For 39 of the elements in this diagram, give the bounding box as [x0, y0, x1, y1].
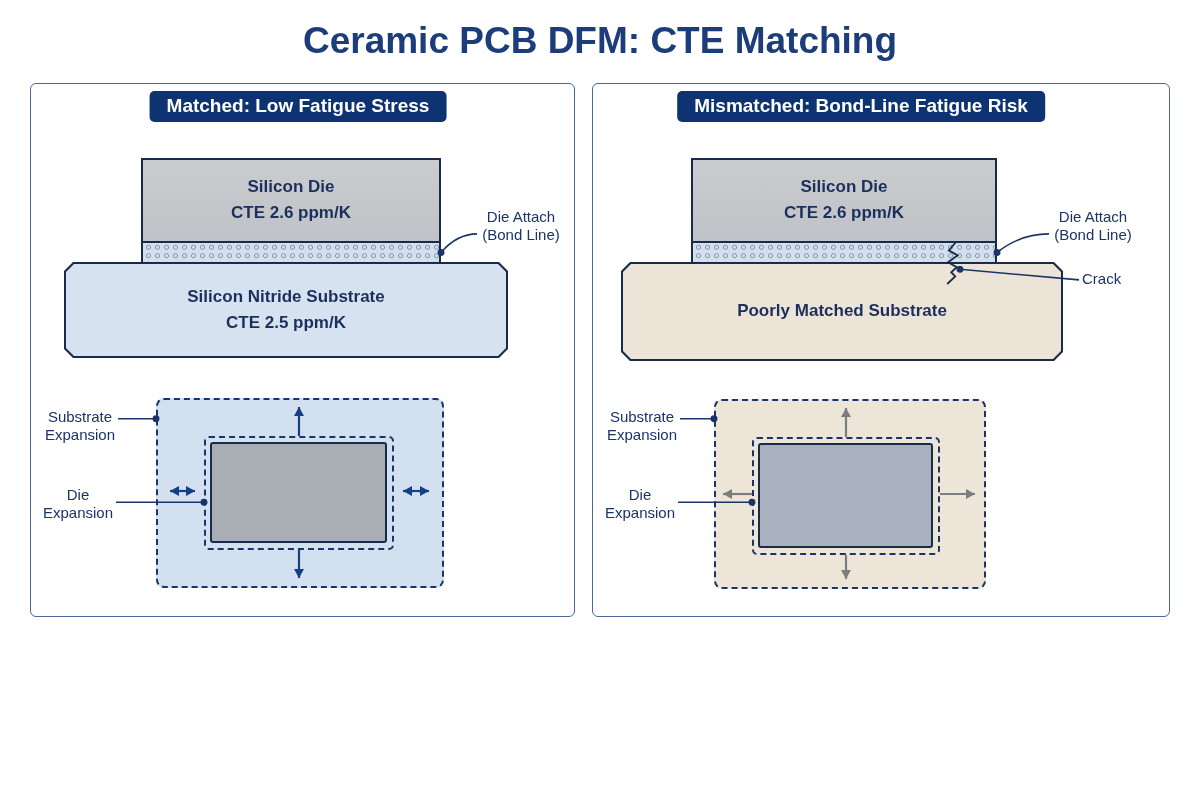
crack-mark: [944, 242, 960, 284]
material-name: Poorly Matched Substrate: [737, 302, 947, 321]
cte-value: CTE 2.6 ppm/K: [784, 204, 904, 223]
diagram-title: Ceramic PCB DFM: CTE Matching: [302, 20, 898, 63]
cte-value: CTE 2.5 ppm/K: [226, 313, 346, 333]
leader-line: [677, 498, 756, 506]
leader-line: [117, 415, 160, 423]
comparison-panel: [30, 83, 575, 617]
substrate-expansion-outline: [714, 399, 986, 589]
die-footprint: [210, 442, 387, 543]
callout-label: Die Attach (Bond Line): [480, 208, 562, 244]
material-name: Silicon Nitride Substrate: [187, 287, 385, 307]
silicon-die: [691, 158, 997, 243]
callout-label: Die Attach (Bond Line): [1052, 208, 1134, 244]
leader-line: [993, 233, 1050, 256]
die-attach-layer: [691, 243, 997, 262]
die-footprint: [758, 443, 933, 548]
callout-label: Substrate Expansion: [607, 408, 678, 444]
leader-line: [679, 415, 718, 423]
substrate: [621, 262, 1063, 361]
leader-line: [956, 265, 1080, 281]
substrate-expansion-outline: [156, 398, 444, 588]
comparison-panel: [592, 83, 1170, 617]
leader-line: [437, 233, 478, 256]
material-name: Silicon Die: [800, 178, 888, 197]
callout-label: Crack: [1082, 270, 1122, 288]
cte-value: CTE 2.6 ppm/K: [231, 204, 351, 223]
callout-label: Die Expansion: [43, 486, 114, 522]
callout-label: Die Expansion: [605, 486, 676, 522]
leader-line: [115, 498, 208, 506]
silicon-die: [141, 158, 441, 243]
die-expansion-outline: [752, 437, 940, 555]
panel-heading: Matched: Low Fatigue Stress: [149, 91, 447, 122]
material-name: Silicon Die: [247, 178, 335, 197]
die-attach-layer: [141, 243, 441, 262]
panel-heading: Mismatched: Bond-Line Fatigue Risk: [677, 91, 1045, 122]
substrate: [64, 262, 508, 358]
die-expansion-outline: [204, 436, 394, 550]
callout-label: Substrate Expansion: [45, 408, 116, 444]
